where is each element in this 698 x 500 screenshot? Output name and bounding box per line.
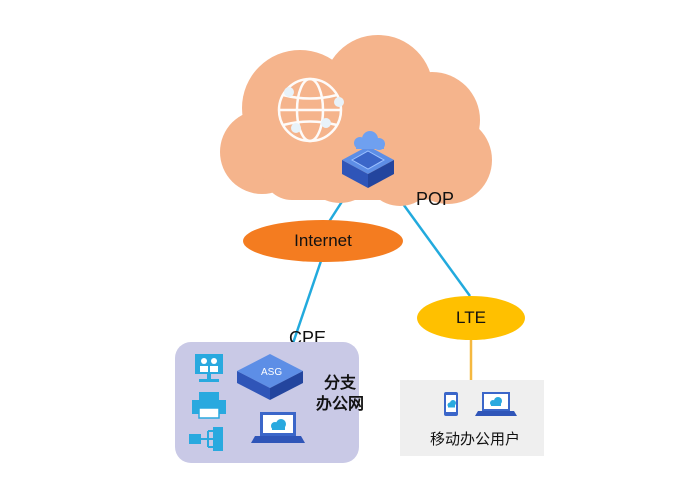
asg-gateway-icon: ASG xyxy=(237,354,303,400)
branch-office-label: 分支办公网 xyxy=(315,373,364,413)
laptop-cloud-icon xyxy=(251,412,305,443)
lte-oval xyxy=(417,296,525,340)
asg-label: ASG xyxy=(261,367,282,378)
internet-label: Internet xyxy=(294,231,352,250)
pop-label: POP xyxy=(416,189,455,209)
branch-office-icons: ASG xyxy=(189,354,305,451)
mobile-office-icons xyxy=(444,392,517,416)
phone-cloud-icon xyxy=(444,392,458,416)
internet-oval xyxy=(243,220,403,262)
mobile-office-label: 移动办公用户 xyxy=(429,430,520,448)
file-tree-icon xyxy=(189,427,223,451)
video-conference-icon xyxy=(195,354,223,382)
globe-network-icon xyxy=(277,77,344,143)
lte-label: LTE xyxy=(456,308,486,327)
laptop-cloud-icon xyxy=(475,392,517,416)
printer-icon xyxy=(192,392,226,419)
pop-gateway-icon xyxy=(342,131,394,188)
mobile-office-panel xyxy=(400,380,544,456)
internet-cpe-link xyxy=(288,257,324,353)
